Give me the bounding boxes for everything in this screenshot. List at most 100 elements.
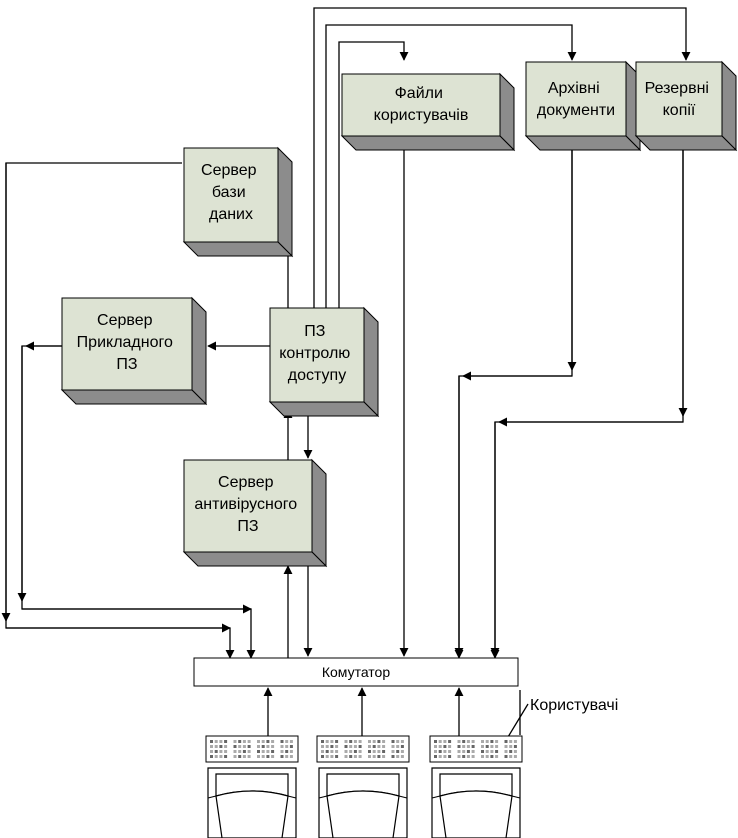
keyboard-key — [434, 750, 437, 753]
keyboard-key — [509, 755, 513, 758]
svg-text:Резервні копії: Резервні копії — [645, 80, 714, 119]
user-workstation — [429, 735, 523, 838]
keyboard-key — [490, 740, 494, 743]
workstation-seat-icon — [439, 790, 513, 838]
keyboard-key — [400, 755, 404, 758]
keyboard-key — [321, 750, 324, 753]
keyboard-key — [210, 745, 213, 748]
keyboard-key — [391, 745, 395, 748]
keyboard-key — [462, 755, 466, 758]
keyboard-key — [261, 755, 265, 758]
keyboard-key — [233, 740, 237, 743]
keyboard-key — [285, 740, 289, 743]
keyboard-key — [368, 740, 371, 743]
keyboard-key — [285, 750, 289, 753]
keyboard-key — [210, 740, 213, 743]
switch-label: Комутатор — [322, 664, 390, 680]
keyboard-key — [233, 755, 237, 758]
node-switch: Комутатор — [193, 657, 519, 687]
antivirus-server-label-1: Сервер — [218, 474, 274, 491]
access-control-label-3: доступу — [288, 367, 346, 384]
node-user-files: Файли користувачів — [340, 72, 516, 152]
keyboard-key — [448, 745, 452, 748]
keyboard-key — [353, 745, 357, 748]
keyboard-key — [349, 755, 353, 758]
keyboard-key — [471, 750, 475, 753]
workstation-edge — [431, 795, 441, 799]
keyboard-key — [261, 740, 265, 743]
keyboard-key — [372, 740, 376, 743]
keyboard-key — [471, 745, 475, 748]
keyboard-key — [325, 755, 329, 758]
keyboard-key — [233, 750, 237, 753]
keyboard-key — [335, 750, 339, 753]
keyboard-key — [219, 740, 223, 743]
keyboard-key — [377, 740, 381, 743]
keyboard-key — [358, 745, 362, 748]
keyboard-key — [271, 745, 275, 748]
keyboard-key — [261, 750, 265, 753]
edge-access-to-archive — [325, 24, 577, 308]
access-control-label-2: контролю — [279, 345, 350, 362]
svg-text:ПЗ контролю доступ: ПЗ контролю доступу — [279, 323, 354, 384]
svg-text:Сервер Прикладного: Сервер Прикладного ПЗ — [77, 312, 178, 373]
workstation-edge — [287, 795, 297, 799]
keyboard-key — [257, 755, 260, 758]
keyboard-key — [391, 740, 395, 743]
keyboard-key — [466, 740, 470, 743]
keyboard-key — [219, 755, 223, 758]
keyboard-key — [438, 755, 442, 758]
keyboard-key — [238, 755, 242, 758]
keyboard-key — [247, 755, 251, 758]
keyboard-key — [490, 745, 494, 748]
keyboard-key — [462, 745, 466, 748]
keyboard-key — [353, 740, 357, 743]
keyboard-key — [224, 745, 228, 748]
keyboard-key — [396, 755, 400, 758]
keyboard-key — [443, 750, 447, 753]
workstation-seat-icon — [215, 790, 289, 838]
keyboard-key — [509, 750, 513, 753]
keyboard-key — [448, 755, 452, 758]
keyboard-key — [466, 755, 470, 758]
keyboard-key — [481, 750, 484, 753]
keyboard-key — [266, 755, 270, 758]
keyboard-key — [400, 745, 404, 748]
keyboard-key — [481, 755, 484, 758]
keyboard-key — [271, 750, 275, 753]
keyboard-key — [372, 745, 376, 748]
keyboard-key — [368, 750, 371, 753]
keyboard-key — [257, 740, 260, 743]
keyboard-key — [448, 740, 452, 743]
edge-archive-to-switch — [454, 150, 573, 659]
keyboard-key — [344, 755, 348, 758]
user-workstation — [316, 735, 410, 838]
keyboard-key — [344, 750, 348, 753]
keyboard-key — [289, 740, 293, 743]
node-app-server: Сервер Прикладного ПЗ — [60, 296, 208, 406]
keyboard-key — [372, 755, 376, 758]
keyboard-key — [495, 740, 499, 743]
keyboard-key — [344, 745, 348, 748]
keyboard-key — [490, 750, 494, 753]
keyboard-key — [377, 755, 381, 758]
keyboard-key — [238, 745, 242, 748]
keyboard-key — [485, 740, 489, 743]
keyboard-key — [325, 740, 329, 743]
keyboard-key — [242, 750, 246, 753]
keyboard-key — [233, 745, 237, 748]
svg-text:Файли користувачів: Файли користувачів — [374, 85, 469, 124]
keyboard-key — [289, 755, 293, 758]
workstation-seat-icon — [326, 790, 400, 838]
keyboard-key — [396, 750, 400, 753]
keyboard-key — [266, 750, 270, 753]
keyboard-key — [438, 745, 442, 748]
keyboard-key — [391, 750, 395, 753]
keyboard-icon — [316, 735, 410, 763]
edge-access-to-backups — [313, 7, 691, 308]
keyboard-key — [438, 750, 442, 753]
keyboard-key — [280, 755, 284, 758]
keyboard-key — [247, 740, 251, 743]
keyboard-key — [462, 750, 466, 753]
